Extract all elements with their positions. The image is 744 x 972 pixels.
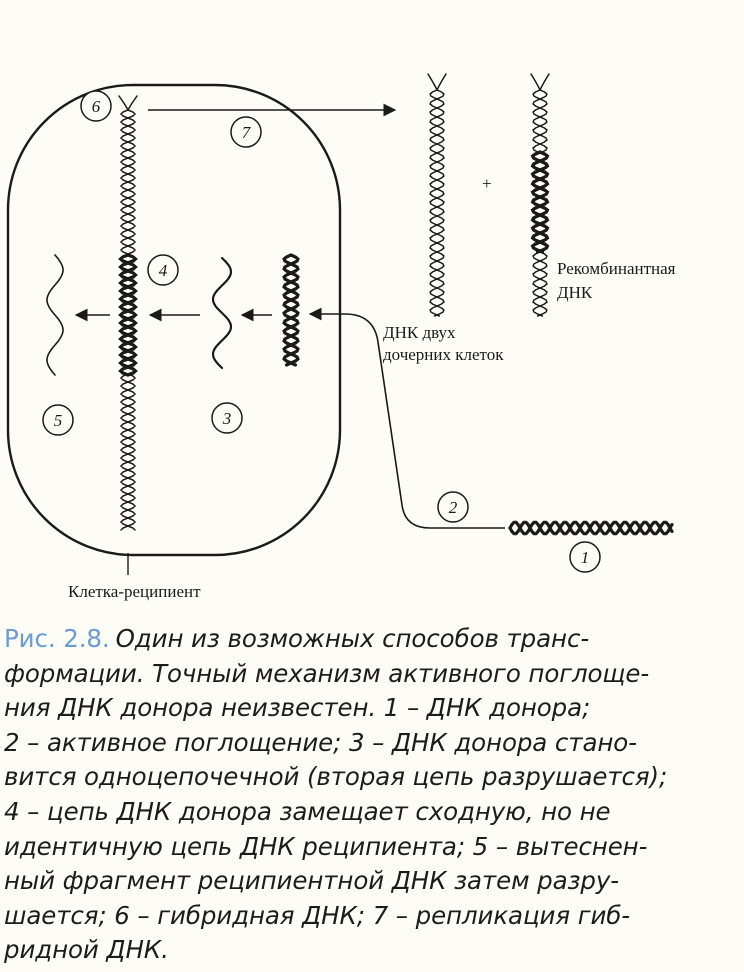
daughter-dna-plain [429, 89, 445, 317]
daughter-label-line1: ДНК двух [383, 323, 456, 342]
label-circle-2: 2 [437, 491, 469, 523]
caption-line: ния ДНК донора неизвестен. 1 – ДНК донор… [4, 693, 591, 723]
caption-line: 2 – активное поглощение; 3 – ДНК донора … [4, 727, 637, 757]
figure-caption: Рис. 2.8.Один из возможных способов тран… [4, 622, 740, 968]
hybrid-dna-6-end [127, 95, 138, 111]
daughter-dna-plain-end [427, 73, 438, 91]
daughter-label-line2: дочерних клеток [383, 345, 504, 364]
label-number: 1 [581, 548, 590, 567]
label-circle-6: 6 [80, 90, 112, 122]
label-number: 7 [242, 123, 252, 142]
caption-line: шается; 6 – гибридная ДНК; 7 – репликаци… [4, 900, 631, 930]
displaced-strand-5 [46, 254, 64, 376]
plus-sign: + [482, 174, 492, 193]
caption-line: вится одноцепочечной (вторая цепь разруш… [4, 762, 668, 792]
caption-line: Один из возможных способов транс- [115, 624, 590, 653]
daughter-dna-plain-end [436, 73, 447, 91]
label-circle-4: 4 [147, 254, 179, 286]
recombinant-label-line1: Рекомбинантная [557, 259, 676, 278]
label-circle-3: 3 [211, 402, 243, 434]
transformation-diagram: 1 2 3 4 5 6 7 + Рекомбинантная ДНК ДНК двух до… [6, 73, 676, 601]
caption-label: Рис. 2.8. [4, 624, 110, 653]
recombinant-region [530, 150, 550, 254]
donor-dna-1 [508, 520, 674, 536]
donor-strand-region-4 [118, 253, 138, 377]
single-strand-donor-3 [211, 256, 233, 370]
label-number: 5 [54, 411, 63, 430]
hybrid-dna-6-end [118, 95, 129, 111]
daughter-dna-recombinant-end [539, 73, 550, 91]
caption-line: ридной ДНК. [4, 935, 169, 965]
label-number: 6 [92, 97, 101, 116]
label-number: 2 [449, 498, 458, 517]
recipient-cell [6, 83, 342, 557]
recombinant-region [530, 150, 550, 254]
caption-line: формации. Точный механизм активного погл… [4, 658, 650, 688]
label-circle-5: 5 [42, 404, 74, 436]
donor-strand-region-4 [118, 253, 138, 377]
donor-dna-entering [282, 253, 300, 367]
cell-label: Клетка-реципиент [68, 582, 201, 601]
recombinant-label-line2: ДНК [557, 283, 593, 302]
daughter-dna-plain [429, 89, 445, 317]
caption-line: 4 – цепь ДНК донора замещает сходную, но… [4, 796, 611, 826]
daughter-dna-recombinant-end [530, 73, 541, 91]
label-circle-7: 7 [230, 116, 262, 148]
label-circle-1: 1 [569, 541, 601, 573]
arrow-2-uptake [308, 307, 505, 529]
label-number: 3 [222, 409, 232, 428]
caption-line: ный фрагмент реципиентной ДНК затем разр… [4, 866, 620, 896]
donor-dna-1 [508, 520, 674, 536]
label-number: 4 [159, 261, 168, 280]
caption-line: идентичную цепь ДНК реципиента; 5 – выте… [4, 831, 648, 861]
